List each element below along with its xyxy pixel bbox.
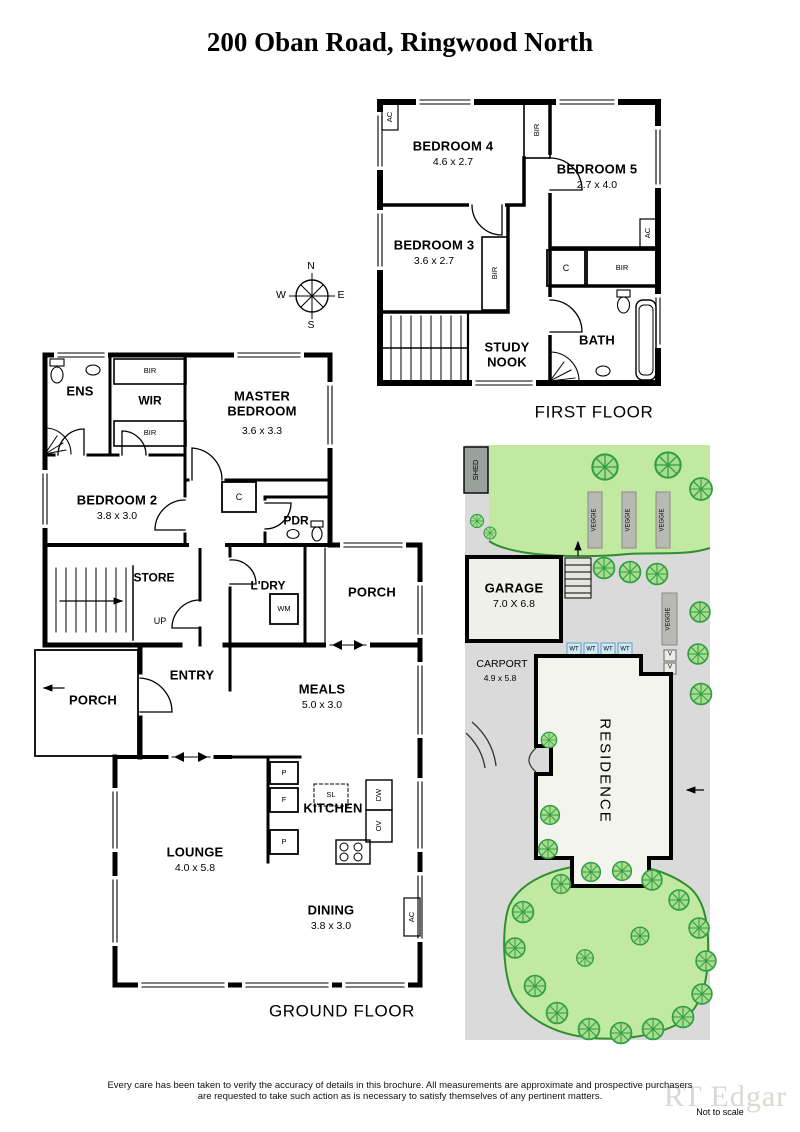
first-floor-caption: FIRST FLOOR [534,402,654,422]
compass-south: S [307,319,315,332]
ff-bath-label: BATH [579,332,615,348]
site-garage-dims: 7.0 X 6.8 [492,598,536,611]
ff-bir-label-3: BIR [615,262,629,272]
gf-porch-right-label: PORCH [348,584,396,600]
scale-note: Not to scale [696,1106,744,1117]
ff-bir-label-2: BIR [489,266,499,280]
ground-floor-caption: GROUND FLOOR [268,1001,416,1021]
gf-bir-label-1: BIR [143,365,157,375]
site-plan [463,445,717,1045]
site-shed-label: SHED [470,459,480,481]
gf-pdr-label: PDR [283,513,309,528]
ff-bedroom5-name: BEDROOM 5 [556,161,638,177]
garage-box [465,555,563,643]
shed-box [463,446,489,494]
gf-kitchen-label: KITCHEN [303,800,363,816]
veggie-bed [655,491,671,549]
gf-master-dims: 3.6 x 3.3 [241,425,283,438]
site-veggie-label-1: VEGGIE [591,508,598,532]
site-wt-label-1: WT [569,646,579,653]
driveway-curves [465,721,497,769]
site-carport-dims: 4.9 x 5.8 [483,673,517,684]
brand-watermark: RT Edgar [664,1080,788,1113]
ff-bedroom4-dims: 4.6 x 2.7 [432,156,474,169]
site-stairs [564,557,592,599]
gf-lounge-name: LOUNGE [166,844,224,860]
compass-west: W [276,289,286,302]
ff-study-nook-label: STUDY NOOK [484,339,530,369]
gf-sl-label: SL [326,789,336,799]
gf-master-name: MASTER BEDROOM [227,388,297,418]
gf-bedroom2-dims: 3.8 x 3.0 [96,510,138,523]
gf-dining-name: DINING [307,902,355,918]
gf-store-label: STORE [133,570,175,585]
ff-ac-label-1: AC [384,111,394,123]
gf-bir-label-2: BIR [143,427,157,437]
site-wt-label-4: WT [620,646,630,653]
disclaimer-line-1: Every care has been taken to verify the … [107,1080,693,1091]
site-veggie-label-4: VEGGIE [665,607,672,631]
gf-entry-label: ENTRY [169,667,215,683]
gf-bedroom2-name: BEDROOM 2 [76,492,158,508]
gf-ldry-label: L'DRY [250,578,286,593]
ff-bedroom5-dims: 2.7 x 4.0 [576,179,618,192]
gf-porch-left-label: PORCH [69,692,117,708]
water-tanks [566,642,633,657]
gf-pantry-label-2: P [281,836,287,846]
ff-bedroom3-name: BEDROOM 3 [393,237,475,253]
disclaimer-line-2: are requested to take such action as is … [197,1091,603,1102]
site-v-label-2: V [667,664,673,671]
veggie-bed [621,491,637,549]
gf-dw-label: DW [373,788,383,802]
gf-wir-label: WIR [138,393,162,408]
site-residence-label: RESIDENCE [596,718,614,824]
ground-floor-plan [34,351,424,989]
gf-ov-label: OV [373,820,383,832]
ff-bedroom4-name: BEDROOM 4 [412,138,494,154]
gf-meals-name: MEALS [298,681,346,697]
ff-bir-label-1: BIR [531,123,541,137]
gf-ac-label: AC [406,911,416,923]
ff-bedroom3-dims: 3.6 x 2.7 [413,255,455,268]
site-veggie-label-2: VEGGIE [625,508,632,532]
page-title: 200 Oban Road, Ringwood North [206,27,594,57]
gf-dining-dims: 3.8 x 3.0 [310,920,352,933]
ff-closet-label: C [562,262,570,273]
site-wt-label-2: WT [586,646,596,653]
compass-north: N [307,260,315,273]
veggie-bed [587,491,603,549]
gf-lounge-dims: 4.0 x 5.8 [174,862,216,875]
site-garage-name: GARAGE [484,580,544,596]
site-carport-name: CARPORT [476,658,528,671]
veggie-bed [661,592,678,646]
ff-ac-label-2: AC [642,227,652,239]
residence-outline [534,654,673,888]
compass-east: E [337,289,345,302]
gf-ens-label: ENS [66,383,94,399]
first-floor-plan [376,98,662,387]
site-v-label-1: V [667,651,673,658]
gf-up-label: UP [153,615,167,626]
gf-closet-label: C [235,491,243,502]
gf-pantry-label-1: P [281,767,287,777]
site-wt-label-3: WT [603,646,613,653]
compass-icon [289,273,335,319]
gf-fridge-label: F [281,794,287,804]
gf-meals-dims: 5.0 x 3.0 [301,699,343,712]
site-veggie-label-3: VEGGIE [659,508,666,532]
gf-wm-label: WM [277,603,291,613]
